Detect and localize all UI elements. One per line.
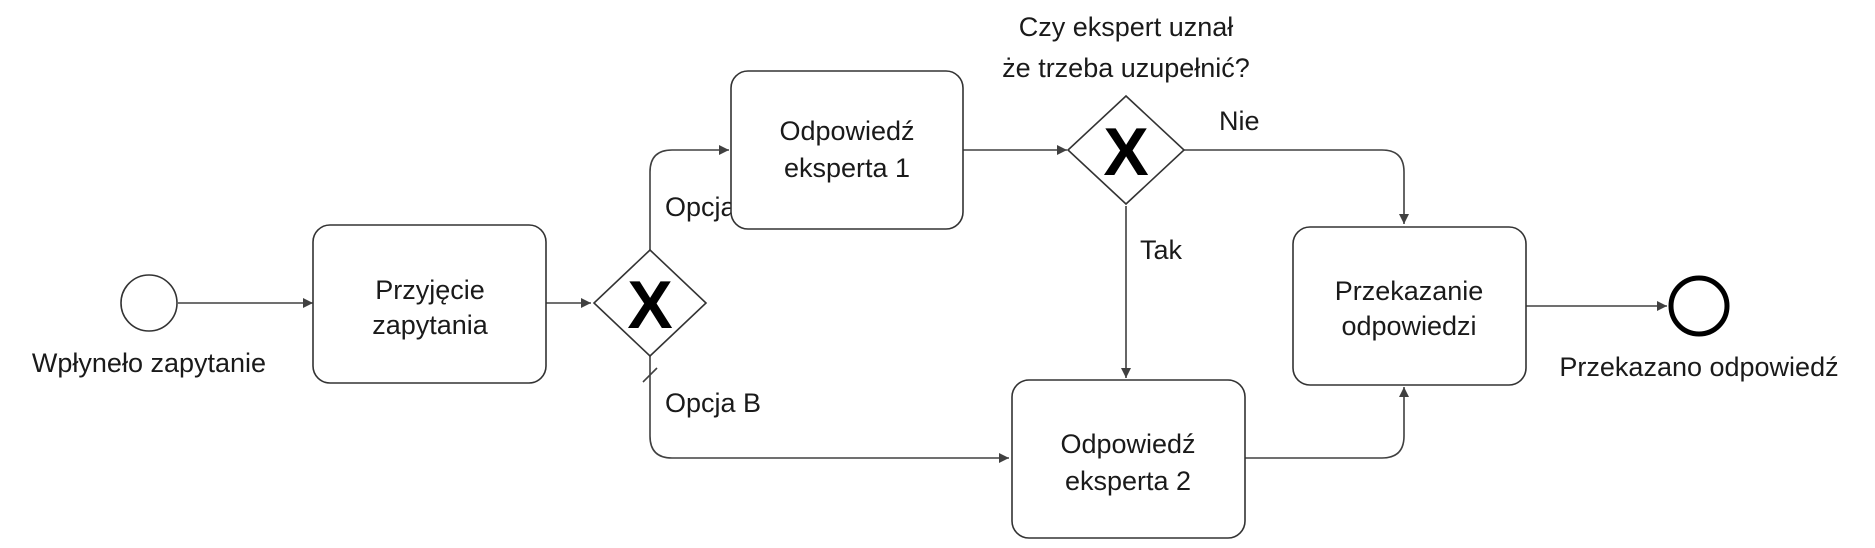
task-box — [730, 70, 964, 230]
default-flow-marker — [642, 367, 658, 383]
gateway-diamond — [592, 248, 708, 358]
end-event — [1668, 275, 1730, 337]
exclusive-x-icon: X — [627, 267, 672, 343]
flow-label-opcja-b: Opcja B — [665, 388, 761, 418]
task-label-line2: eksperta 2 — [1065, 466, 1191, 496]
start-event-label: Wpłyneło zapytanie — [32, 348, 266, 378]
gateway-split: X — [592, 248, 708, 358]
task-label-line1: Odpowiedź — [1060, 429, 1195, 459]
task-przyjecie-zapytania: Przyjęcie zapytania — [312, 224, 547, 384]
task-label-line2: eksperta 1 — [784, 153, 910, 183]
start-event — [120, 274, 178, 332]
task-label-line1: Przekazanie — [1335, 276, 1484, 306]
task-label-line1: Odpowiedź — [779, 116, 914, 146]
gateway-diamond — [1066, 94, 1186, 206]
flow-label-nie: Nie — [1219, 106, 1260, 136]
flow-nie — [1184, 149, 1409, 224]
end-event-label: Przekazano odpowiedź — [1559, 352, 1838, 382]
task-label-line2: odpowiedzi — [1341, 311, 1476, 341]
exclusive-x-icon: X — [1103, 114, 1148, 190]
flow-label-tak: Tak — [1140, 235, 1183, 265]
task-odpowiedz-eksperta-2: Odpowiedź eksperta 2 — [1011, 379, 1246, 539]
task-box — [1011, 379, 1246, 539]
decision-question-line1: Czy ekspert uznał — [1019, 12, 1234, 42]
flow-opcja-a — [649, 145, 729, 250]
task-box — [312, 224, 547, 384]
task-label-line1: Przyjęcie — [375, 275, 485, 305]
task-odpowiedz-eksperta-1: Odpowiedź eksperta 1 — [730, 70, 964, 230]
task-przekazanie-odpowiedzi: Przekazanie odpowiedzi — [1292, 226, 1527, 386]
decision-question-line2: że trzeba uzupełnić? — [1002, 53, 1250, 83]
task-box — [1292, 226, 1527, 386]
gateway-decision: X — [1066, 94, 1186, 206]
flow-opcja-b — [649, 356, 1009, 463]
task-label-line2: zapytania — [372, 310, 489, 340]
flow-ekspert2-to-przekazanie — [1245, 387, 1409, 459]
